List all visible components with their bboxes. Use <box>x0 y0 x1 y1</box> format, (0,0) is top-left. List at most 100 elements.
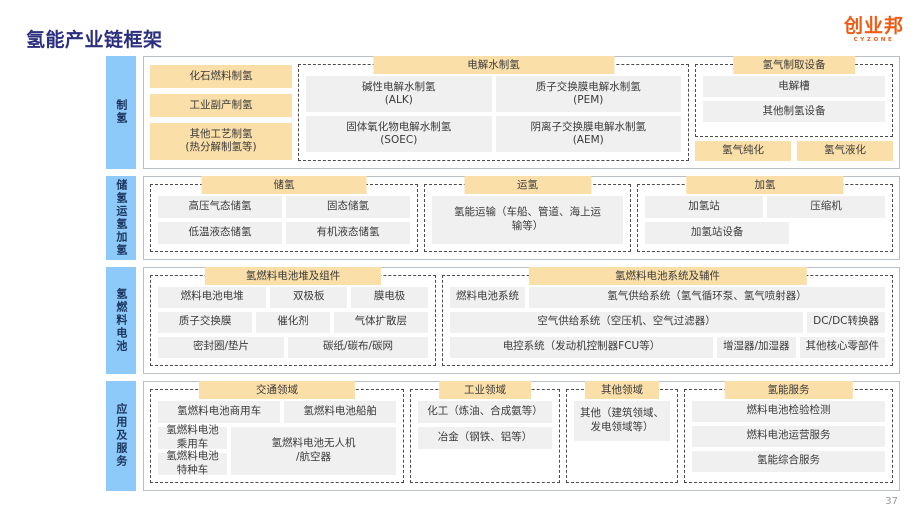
cell-other-production-equipment[interactable]: 其他制氢设备 <box>703 101 885 122</box>
page-title: 氢能产业链框架 <box>26 29 163 51</box>
cell-fuel-cell-passenger-vehicle[interactable]: 氢燃料电池乘用车 <box>158 424 227 450</box>
cell-refueling-station[interactable]: 加氢站 <box>645 195 763 218</box>
cell-row: 加氢站设备 <box>645 221 885 244</box>
cell-aem-line1: 阴离子交换膜电解水制氢 <box>530 120 647 133</box>
cell-alk-line1: 碱性电解水制氢 <box>362 80 436 93</box>
group-hydrogen-transport: 运氢 氢能运输（车船、管道、海上运 输等） <box>424 175 631 252</box>
cell-soec-line1: 固体氧化物电解水制氢 <box>346 120 452 133</box>
brand-logo-en: CYZONE <box>853 37 895 43</box>
cell-high-pressure-gas-storage[interactable]: 高压气态储氢 <box>158 195 282 218</box>
chip-other-process-hydrogen[interactable]: 其他工艺制氢 (热分解制氢等) <box>150 123 292 160</box>
cell-proton-exchange-membrane[interactable]: 质子交换膜 <box>158 311 253 333</box>
chain-row-fuel-cell: 氢燃料电池 氢燃料电池堆及组件 燃料电池电堆 双极板 膜电极 质子交换膜 催化剂… <box>106 266 900 374</box>
cell-fuel-cell-stack[interactable]: 燃料电池电堆 <box>158 286 267 308</box>
cell-electrolyzer[interactable]: 电解槽 <box>703 76 885 97</box>
group-hydrogen-services: 氢能服务 燃料电池检验检测 燃料电池运营服务 氢能综合服务 <box>684 380 893 483</box>
cell-spacer <box>793 222 885 244</box>
chip-hydrogen-liquefaction[interactable]: 氢气液化 <box>797 140 893 161</box>
cell-bipolar-plate[interactable]: 双极板 <box>270 286 348 308</box>
group-title-hydrogen-production-equipment: 氢气制取设备 <box>733 56 855 74</box>
stage-label-applications-services: 应用及服务 <box>106 380 136 491</box>
group-title-transportation-field: 交通领域 <box>198 380 356 399</box>
cell-integrated-hydrogen-service[interactable]: 氢能综合服务 <box>692 450 885 472</box>
page-number: 37 <box>885 496 898 507</box>
cell-hydrogen-supply-system[interactable]: 氢气供给系统（氢气循环泵、氢气喷射器） <box>529 286 885 308</box>
cell-other-core-components[interactable]: 其他核心零部件 <box>799 336 885 358</box>
production-route-chip-list: 化石燃料制氢 工业副产制氢 其他工艺制氢 (热分解制氢等) <box>150 64 292 161</box>
cell-aem[interactable]: 阴离子交换膜电解水制氢 (AEM) <box>495 116 681 152</box>
cell-chemical-industry[interactable]: 化工（炼油、合成氨等） <box>418 400 552 423</box>
group-title-water-electrolysis: 电解水制氢 <box>372 56 615 74</box>
cell-row: 其他（建筑领域、 发电领域等） <box>574 400 670 441</box>
stage-label-storage-transport-refueling: 储氢运氢加氢 <box>106 175 136 260</box>
group-title-other-fields: 其他领域 <box>585 380 659 399</box>
chain-row-storage-transport-refueling: 储氢运氢加氢 储氢 高压气态储氢 固态储氢 低温液态储氢 有机液态储氢 运氢 <box>106 175 900 260</box>
cell-row: 固体氧化物电解水制氢 (SOEC) 阴离子交换膜电解水制氢 (AEM) <box>306 116 681 152</box>
cell-electronic-control-system[interactable]: 电控系统（发动机控制器FCU等） <box>450 336 713 358</box>
cell-organic-liquid-storage[interactable]: 有机液态储氢 <box>286 221 410 244</box>
cell-fuel-cell-inspection-testing[interactable]: 燃料电池检验检测 <box>692 400 885 422</box>
cell-row: 质子交换膜 催化剂 气体扩散层 <box>158 311 428 333</box>
cell-sealing-ring-gasket[interactable]: 密封圈/垫片 <box>158 336 284 358</box>
chip-other-process-hydrogen-line1: 其他工艺制氢 <box>189 128 253 141</box>
cell-alk[interactable]: 碱性电解水制氢 (ALK) <box>306 76 492 112</box>
cell-metallurgy[interactable]: 冶金（钢铁、铝等） <box>418 426 552 449</box>
cell-hydrogen-transport-modes-line2: 输等） <box>511 219 544 232</box>
brand-logo-cn: 创业邦 <box>843 15 904 37</box>
cell-pem[interactable]: 质子交换膜电解水制氢 (PEM) <box>495 76 681 112</box>
cell-membrane-electrode[interactable]: 膜电极 <box>351 286 428 308</box>
cell-compressor[interactable]: 压缩机 <box>767 195 885 218</box>
cell-solid-state-storage[interactable]: 固态储氢 <box>286 195 410 218</box>
cell-row: 燃料电池系统 氢气供给系统（氢气循环泵、氢气喷射器） <box>450 286 885 308</box>
chip-industrial-byproduct-hydrogen[interactable]: 工业副产制氢 <box>150 94 292 118</box>
group-transportation-field: 交通领域 氢燃料电池商用车 氢燃料电池船舶 氢燃料电池乘用车 氢燃料电池特种车 … <box>150 380 404 483</box>
cell-row: 燃料电池运营服务 <box>692 425 885 447</box>
cell-fuel-cell-operation-service[interactable]: 燃料电池运营服务 <box>692 425 885 447</box>
cell-fuel-cell-uav-aircraft-line2: /航空器 <box>295 450 332 463</box>
cell-soec[interactable]: 固体氧化物电解水制氢 (SOEC) <box>306 116 492 152</box>
chip-hydrogen-purification[interactable]: 氢气纯化 <box>695 140 791 161</box>
cell-fuel-cell-ship[interactable]: 氢燃料电池船舶 <box>284 400 396 423</box>
chip-fossil-fuel-hydrogen[interactable]: 化石燃料制氢 <box>150 65 292 89</box>
group-title-hydrogen-services: 氢能服务 <box>724 380 853 399</box>
group-hydrogen-storage: 储氢 高压气态储氢 固态储氢 低温液态储氢 有机液态储氢 <box>150 175 418 252</box>
cell-cryogenic-liquid-storage[interactable]: 低温液态储氢 <box>158 221 282 244</box>
hydrogen-treatment-chip-row: 氢气纯化 氢气液化 <box>695 140 893 161</box>
cell-row: 电控系统（发动机控制器FCU等） 增湿器/加湿器 其他核心零部件 <box>450 336 885 358</box>
brand-logo: 创业邦 CYZONE <box>844 17 904 44</box>
cell-carbon-paper-cloth-mesh[interactable]: 碳纸/碳布/碳网 <box>287 336 428 358</box>
group-water-electrolysis: 电解水制氢 碱性电解水制氢 (ALK) 质子交换膜电解水制氢 (PEM) <box>298 56 689 161</box>
cell-row: 燃料电池检验检测 <box>692 400 885 422</box>
row-panel: 化石燃料制氢 工业副产制氢 其他工艺制氢 (热分解制氢等) 电解水制氢 <box>143 56 900 169</box>
cell-fuel-cell-uav-aircraft[interactable]: 氢燃料电池无人机 /航空器 <box>231 426 396 475</box>
cell-row: 电解槽 <box>703 76 885 97</box>
cell-alk-line2: (ALK) <box>384 94 413 106</box>
cell-catalyst[interactable]: 催化剂 <box>256 311 330 333</box>
cell-other-building-power-generation-line1: 其他（建筑领域、 <box>580 407 664 420</box>
cell-aem-line2: (AEM) <box>572 134 604 146</box>
cell-row: 氢能综合服务 <box>692 450 885 472</box>
cell-other-building-power-generation[interactable]: 其他（建筑领域、 发电领域等） <box>574 400 670 441</box>
chain-row-applications-services: 应用及服务 交通领域 氢燃料电池商用车 氢燃料电池船舶 氢燃料电池乘用车 氢燃料… <box>106 380 900 491</box>
cell-row: 化工（炼油、合成氨等） <box>418 400 552 423</box>
row-panel: 交通领域 氢燃料电池商用车 氢燃料电池船舶 氢燃料电池乘用车 氢燃料电池特种车 … <box>143 380 900 491</box>
cell-fuel-cell-system[interactable]: 燃料电池系统 <box>450 286 525 308</box>
group-other-fields: 其他领域 其他（建筑领域、 发电领域等） <box>566 380 678 483</box>
cell-dcdc-converter[interactable]: DC/DC转换器 <box>807 311 885 333</box>
cell-fuel-cell-commercial-vehicle[interactable]: 氢燃料电池商用车 <box>158 400 281 423</box>
cell-fuel-cell-special-vehicle[interactable]: 氢燃料电池特种车 <box>158 450 227 476</box>
cell-hydrogen-transport-modes[interactable]: 氢能运输（车船、管道、海上运 输等） <box>432 195 623 244</box>
cell-hydrogen-transport-modes-line1: 氢能运输（车船、管道、海上运 <box>454 206 601 219</box>
cell-humidifier[interactable]: 增湿器/加湿器 <box>716 336 796 358</box>
hydrogen-equipment-column: 氢气制取设备 电解槽 其他制氢设备 氢气纯化 氢气液化 <box>695 56 893 161</box>
cell-row: 碱性电解水制氢 (ALK) 质子交换膜电解水制氢 (PEM) <box>306 76 681 112</box>
cell-gas-diffusion-layer[interactable]: 气体扩散层 <box>333 311 428 333</box>
cell-row: 其他制氢设备 <box>703 101 885 122</box>
cell-air-supply-system[interactable]: 空气供给系统（空压机、空气过滤器） <box>450 311 804 333</box>
row-panel: 储氢 高压气态储氢 固态储氢 低温液态储氢 有机液态储氢 运氢 <box>143 175 900 260</box>
cell-fuel-cell-uav-aircraft-line1: 氢燃料电池无人机 <box>271 437 356 450</box>
cell-refueling-station-equipment[interactable]: 加氢站设备 <box>645 221 790 244</box>
cell-pem-line2: (PEM) <box>573 94 604 106</box>
cell-row: 空气供给系统（空压机、空气过滤器） DC/DC转换器 <box>450 311 885 333</box>
cell-row: 高压气态储氢 固态储氢 <box>158 195 410 218</box>
